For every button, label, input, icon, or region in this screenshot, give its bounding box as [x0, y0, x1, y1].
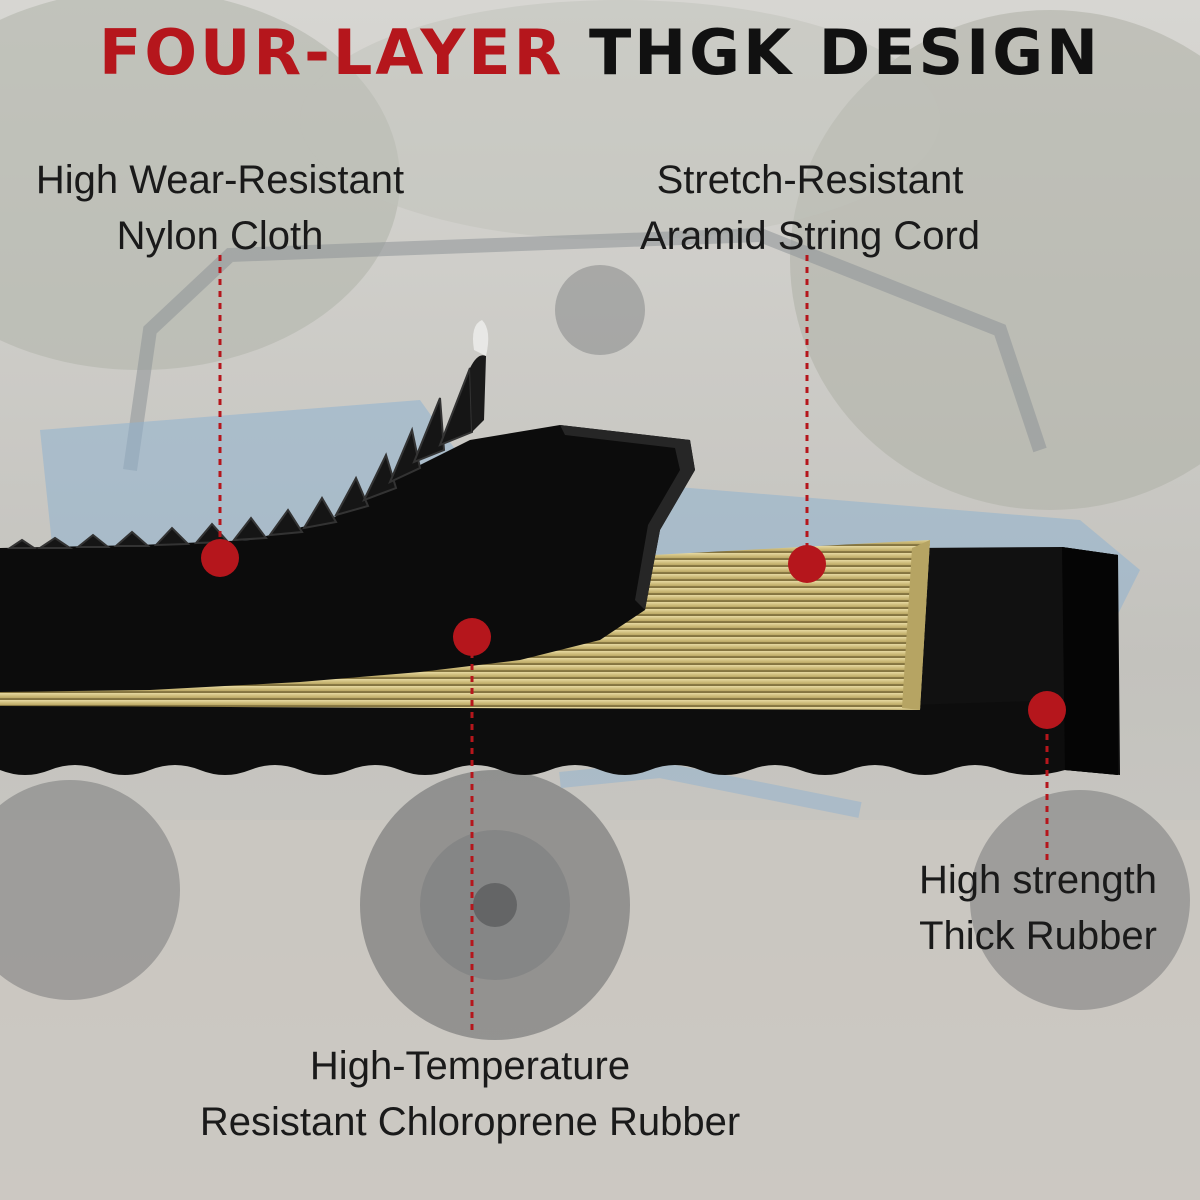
belt-cutaway — [0, 320, 1120, 775]
callout-leaders — [218, 255, 1049, 1030]
thick-rubber-marker-icon — [1028, 691, 1066, 729]
aramid-cord-layer — [0, 540, 930, 710]
callout-thick-rubber-line2: Thick Rubber — [919, 914, 1157, 958]
nylon-marker-icon — [201, 539, 239, 577]
callout-nylon-line2: Nylon Cloth — [116, 214, 324, 258]
aramid-marker-icon — [788, 545, 826, 583]
belt-teeth — [6, 367, 474, 549]
title-accent: FOUR-LAYER — [98, 16, 565, 89]
title-rest: THGK DESIGN — [589, 16, 1102, 89]
callout-aramid-line2: Aramid String Cord — [639, 214, 981, 258]
callout-chloroprene-line1: High-Temperature — [309, 1044, 631, 1088]
callout-aramid: Stretch-Resistant Aramid String Cord — [610, 152, 1010, 264]
callout-nylon-line1: High Wear-Resistant — [35, 158, 405, 202]
callout-chloroprene-line2: Resistant Chloroprene Rubber — [199, 1100, 741, 1144]
callout-thick-rubber-line1: High strength — [919, 858, 1157, 902]
callout-chloroprene: High-Temperature Resistant Chloroprene R… — [160, 1038, 780, 1150]
thick-rubber-layer — [0, 547, 1120, 775]
page-title: FOUR-LAYER THGK DESIGN — [0, 22, 1200, 84]
callout-aramid-line1: Stretch-Resistant — [656, 158, 964, 202]
chloroprene-marker-icon — [453, 618, 491, 656]
callout-thick-rubber: High strength Thick Rubber — [890, 852, 1186, 964]
chloroprene-rubber-layer — [0, 425, 695, 692]
callout-nylon: High Wear-Resistant Nylon Cloth — [30, 152, 410, 264]
